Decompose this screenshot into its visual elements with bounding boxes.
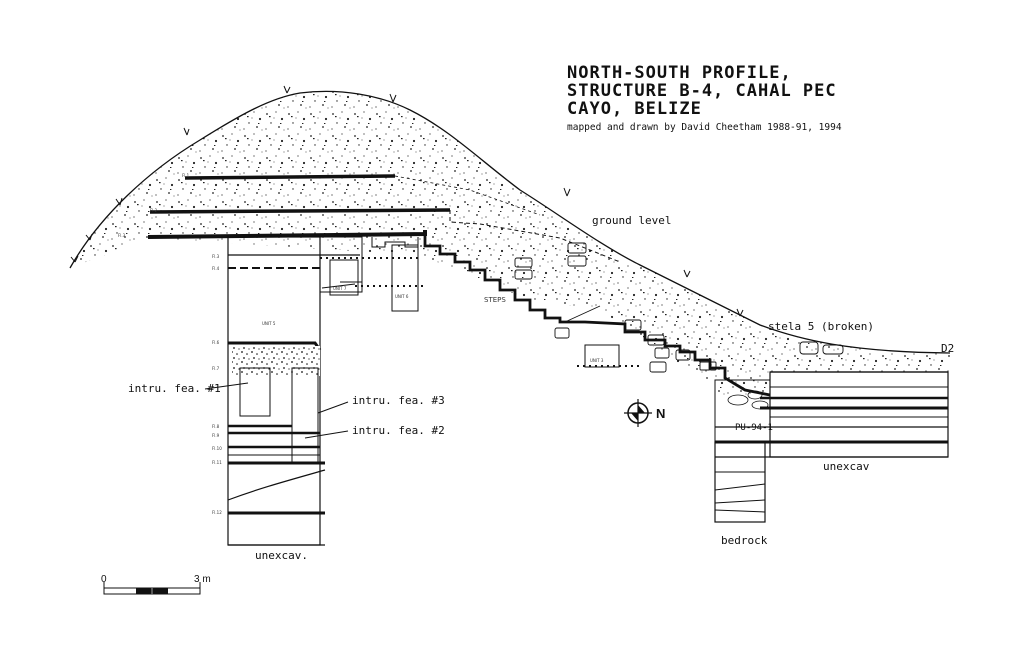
unit-3-trench: UNIT 3 bbox=[577, 344, 640, 368]
floor-lines bbox=[147, 174, 621, 263]
unit-5-tag: UNIT 5 bbox=[262, 321, 276, 326]
bedrock-label: bedrock bbox=[721, 534, 768, 547]
unexcavated-right-label: unexcav bbox=[823, 460, 870, 473]
ground-surface-line bbox=[69, 90, 951, 354]
north-arrow-icon bbox=[624, 399, 652, 427]
svg-text:Fl.3: Fl.3 bbox=[212, 254, 220, 259]
title-line-1: NORTH-SOUTH PROFILE, bbox=[567, 63, 792, 83]
svg-text:Fl.3: Fl.3 bbox=[118, 233, 126, 238]
scale-start-label: 0 bbox=[101, 574, 107, 585]
scale-bar bbox=[103, 582, 201, 595]
title-line-2: STRUCTURE B-4, CAHAL PEC bbox=[567, 81, 837, 101]
unexcavated-left-label: unexcav. bbox=[255, 549, 308, 562]
stela-label: stela 5 (broken) bbox=[768, 320, 874, 333]
steps-label: STEPS bbox=[484, 296, 506, 304]
mound-fill bbox=[70, 91, 950, 396]
svg-text:Fl.12: Fl.12 bbox=[212, 510, 222, 515]
small-units: UNIT 7 UNIT 6 bbox=[320, 237, 425, 312]
d2-label: D2 bbox=[941, 342, 954, 355]
north-label: N bbox=[656, 406, 665, 421]
unit-7-tag: UNIT 7 bbox=[333, 286, 347, 291]
svg-text:Fl.8: Fl.8 bbox=[212, 424, 220, 429]
stone-blocks bbox=[514, 242, 844, 373]
step-profile bbox=[423, 232, 771, 397]
svg-text:Fl.7: Fl.7 bbox=[212, 366, 220, 371]
svg-text:Fl.1: Fl.1 bbox=[182, 173, 190, 178]
ground-level-label: ground level bbox=[592, 214, 671, 227]
pu-label: PU-94-1 bbox=[735, 423, 773, 433]
grass-tufts bbox=[70, 85, 744, 317]
svg-text:Fl.6: Fl.6 bbox=[212, 340, 220, 345]
svg-text:Fl.2: Fl.2 bbox=[150, 208, 158, 213]
svg-text:Fl.4: Fl.4 bbox=[212, 266, 220, 271]
unit-6-tag: UNIT 6 bbox=[395, 294, 409, 299]
intrusive-feature-3-label: intru. fea. #3 bbox=[352, 394, 445, 407]
svg-text:Fl.9: Fl.9 bbox=[212, 433, 220, 438]
credit-line: mapped and drawn by David Cheetham 1988-… bbox=[567, 122, 842, 133]
left-excavation: UNIT 5 bbox=[227, 236, 363, 546]
unit-3-tag: UNIT 3 bbox=[590, 358, 604, 363]
scale-end-label: 3 m bbox=[194, 574, 211, 585]
intrusive-feature-2-label: intru. fea. #2 bbox=[352, 424, 445, 437]
svg-text:Fl.10: Fl.10 bbox=[212, 446, 222, 451]
floor-tags: Fl.1 Fl.2 Fl.3 Fl.3 Fl.4 Fl.6 Fl.7 Fl.8 … bbox=[118, 173, 222, 515]
intrusive-feature-1-label: intru. fea. #1 bbox=[128, 382, 221, 395]
svg-text:Fl.11: Fl.11 bbox=[212, 460, 222, 465]
right-excavation bbox=[714, 371, 949, 523]
title-line-3: CAYO, BELIZE bbox=[567, 99, 702, 119]
